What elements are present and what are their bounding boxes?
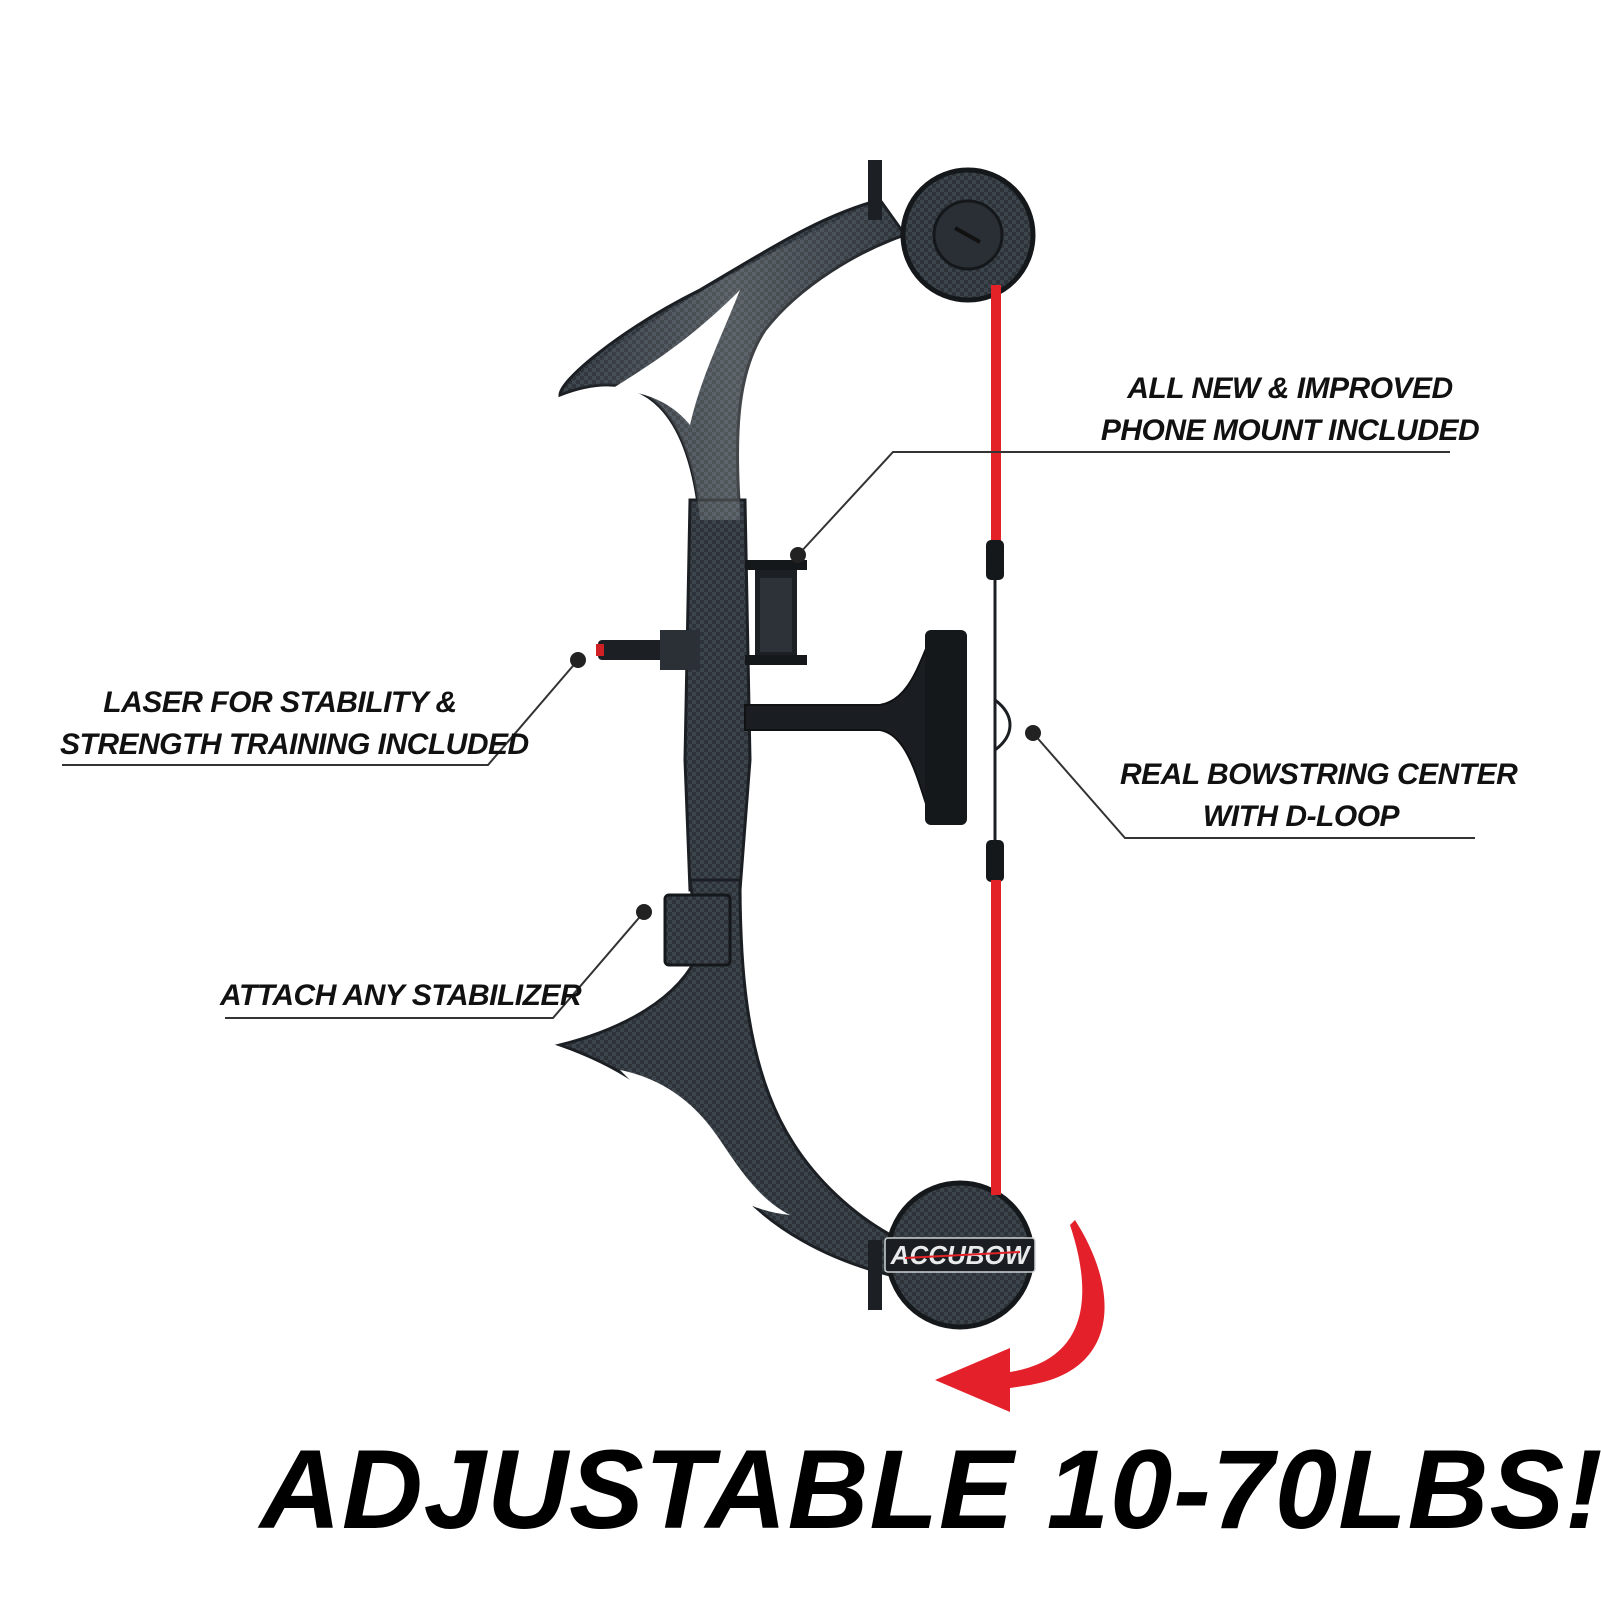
callout-laser-line1: LASER FOR STABILITY &	[103, 686, 457, 719]
callout-phone-mount-line1: ALL NEW & IMPROVED	[1127, 372, 1453, 405]
callout-phone-mount-line2: PHONE MOUNT INCLUDED	[1100, 414, 1480, 447]
stabilizer-mount	[663, 893, 732, 967]
laser-sight	[596, 630, 700, 670]
callout-laser-line2: STRENGTH TRAINING INCLUDED	[60, 728, 529, 761]
callout-laser: LASER FOR STABILITY & STRENGTH TRAINING …	[60, 682, 529, 766]
adjustment-arrow-icon	[935, 1220, 1105, 1412]
callout-stabilizer-line1: ATTACH ANY STABILIZER	[220, 979, 582, 1012]
bow-riser	[554, 198, 908, 1277]
bowstring	[986, 285, 1012, 1195]
callout-phone-mount: ALL NEW & IMPROVED PHONE MOUNT INCLUDED	[1090, 368, 1490, 452]
callout-stabilizer: ATTACH ANY STABILIZER	[220, 975, 582, 1017]
callout-lines	[62, 451, 1475, 1019]
callout-dot-icon	[570, 547, 1041, 920]
phone-mount	[745, 560, 807, 665]
draw-handle	[744, 630, 967, 825]
callout-bowstring: REAL BOWSTRING CENTER WITH D-LOOP	[1120, 754, 1518, 838]
callout-bowstring-line2: WITH D-LOOP	[1202, 800, 1400, 833]
callout-bowstring-line1: REAL BOWSTRING CENTER	[1120, 758, 1518, 791]
lower-cam: ACCUBOW	[868, 1180, 1036, 1330]
headline: ADJUSTABLE 10-70LBS!	[260, 1427, 1601, 1552]
upper-cam	[868, 160, 1036, 303]
